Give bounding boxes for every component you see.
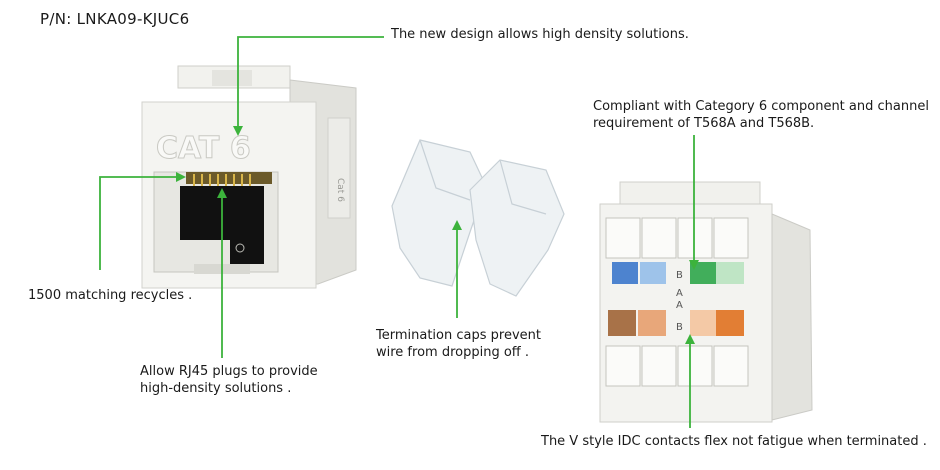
callout-compliant: Compliant with Category 6 component and … bbox=[593, 99, 929, 131]
callout-recycles: 1500 matching recycles . bbox=[28, 288, 193, 303]
leader-recycles bbox=[99, 172, 186, 270]
jack-cat6-embossed-label: CAT 6 bbox=[156, 131, 251, 166]
part-number: P/N: LNKA09-KJUC6 bbox=[40, 10, 190, 28]
callout-idc: The V style IDC contacts flex not fatigu… bbox=[541, 434, 927, 449]
leader-idc bbox=[685, 334, 695, 428]
keystone-jack-front: CAT 6 Cat 6 bbox=[141, 65, 357, 289]
svg-text:A: A bbox=[676, 300, 683, 311]
leader-rj45 bbox=[217, 188, 227, 358]
callout-caps: Termination caps prevent wire from dropp… bbox=[376, 328, 541, 360]
leader-compliant bbox=[689, 135, 699, 270]
svg-text:B: B bbox=[676, 322, 683, 333]
leader-caps bbox=[452, 220, 462, 318]
callout-rj45: Allow RJ45 plugs to provide high-density… bbox=[140, 364, 318, 396]
svg-text:B: B bbox=[676, 270, 683, 281]
jack-side-label: Cat 6 bbox=[335, 178, 345, 202]
leader-high-density bbox=[233, 36, 384, 136]
termination-caps bbox=[391, 139, 565, 297]
svg-text:A: A bbox=[676, 288, 683, 299]
callout-high-density: The new design allows high density solut… bbox=[391, 27, 689, 42]
keystone-jack-rear: B B A A bbox=[599, 181, 813, 423]
